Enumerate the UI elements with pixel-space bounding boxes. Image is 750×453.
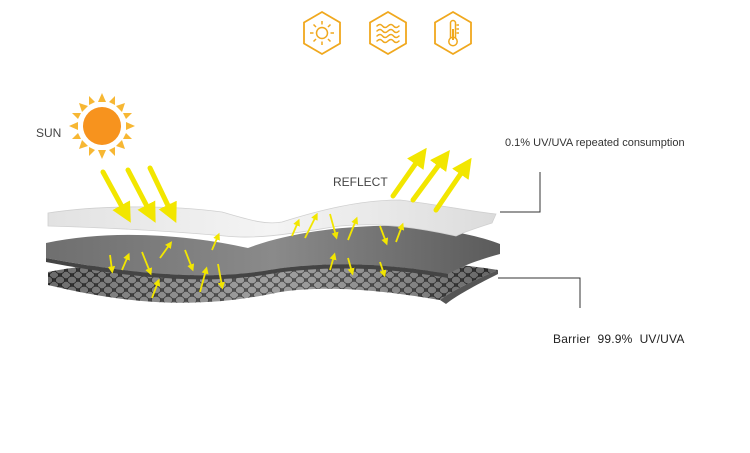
icon-waves-hexagon (369, 10, 407, 56)
leader-lines (498, 172, 581, 308)
sun-label: SUN (36, 126, 62, 140)
internal-rays (107, 212, 405, 299)
incoming-rays (100, 165, 177, 224)
thermometer-icon (448, 19, 459, 47)
reflected-rays (390, 147, 472, 213)
icon-sun-hexagon (303, 10, 341, 56)
icon-thermometer-hexagon (434, 10, 472, 56)
barrier-label: Barrier 99.9% UV/UVA (553, 332, 685, 346)
sun-icon (310, 21, 334, 45)
waves-icon (376, 23, 400, 44)
sun-graphic (69, 93, 135, 159)
reflect-label: REFLECT (333, 175, 388, 189)
consumption-label: 0.1% UV/UVA repeated consumption (505, 137, 685, 149)
